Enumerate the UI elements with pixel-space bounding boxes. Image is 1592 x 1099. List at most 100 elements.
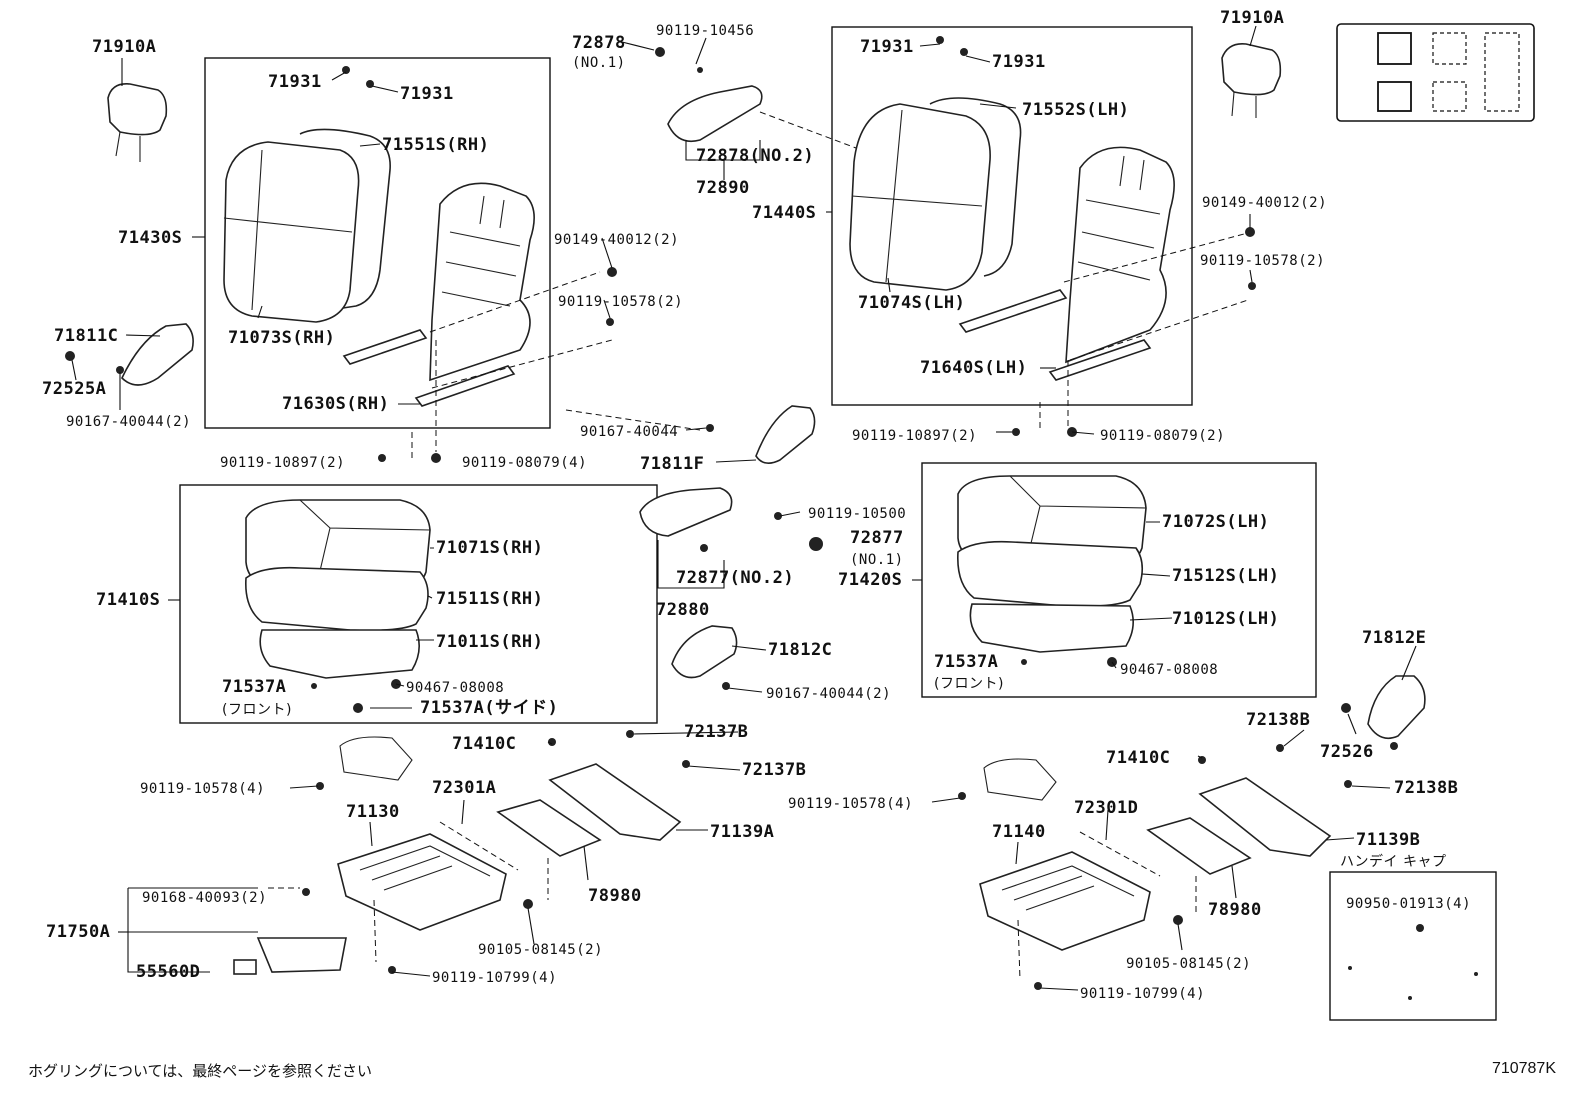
label-90149-40012-2-right: 90149-40012(2) (1202, 195, 1328, 211)
lh-seatback-frame (958, 146, 1175, 381)
label-90119-10500: 90119-10500 (808, 506, 907, 522)
label-71537A-side: 71537A(サイド) (420, 698, 559, 718)
label-72138B-b: 72138B (1394, 778, 1459, 798)
label-71074S: 71074S(LH) (858, 293, 966, 313)
label-90950-01913-4: 90950-01913(4) (1346, 896, 1472, 912)
label-71640S: 71640S(LH) (920, 358, 1028, 378)
leader-lines (71, 25, 1417, 991)
label-71140: 71140 (992, 822, 1046, 842)
armrest-72880 (639, 487, 733, 537)
label-78980-left: 78980 (588, 886, 642, 906)
part-55560d (233, 959, 257, 975)
label-72525A: 72525A (42, 379, 107, 399)
lh-seatback-cover (849, 97, 1022, 291)
tray-71750a (256, 937, 347, 973)
label-72301A: 72301A (432, 778, 497, 798)
label-90119-10578-2-right: 90119-10578(2) (1200, 253, 1326, 269)
label-front-right: (フロント) (934, 676, 1004, 692)
handicap-group-box (1329, 871, 1497, 1021)
label-71750A: 71750A (46, 922, 111, 942)
side-cover-71811c (121, 323, 194, 386)
label-72877-no2: 72877(NO.2) (676, 568, 795, 588)
label-55560D: 55560D (136, 962, 201, 982)
label-72890: 72890 (696, 178, 750, 198)
armrest-72890 (667, 85, 763, 143)
label-90105-08145-2-right: 90105-08145(2) (1126, 956, 1252, 972)
label-71410C-left: 71410C (452, 734, 517, 754)
label-71931-c: 71931 (860, 37, 914, 57)
lh-seatback-group-box (831, 26, 1193, 406)
label-78980-right: 78980 (1208, 900, 1262, 920)
label-72880: 72880 (656, 600, 710, 620)
label-71812C: 71812C (768, 640, 833, 660)
label-90119-10897-2-right: 90119-10897(2) (852, 428, 978, 444)
label-90119-08079-2: 90119-08079(2) (1100, 428, 1226, 444)
label-71931-a: 71931 (268, 72, 322, 92)
label-90105-08145-2-left: 90105-08145(2) (478, 942, 604, 958)
label-72138B-a: 72138B (1246, 710, 1311, 730)
label-72878-no2: 72878(NO.2) (696, 146, 815, 166)
label-90119-10799-4-right: 90119-10799(4) (1080, 986, 1206, 1002)
label-71440S: 71440S (752, 203, 817, 223)
drawing-code: 710787K (1491, 1060, 1556, 1077)
label-72301D: 72301D (1074, 798, 1139, 818)
label-71430S: 71430S (118, 228, 183, 248)
label-72877-no1-sub: (NO.1) (850, 552, 904, 568)
label-71812E: 71812E (1362, 628, 1427, 648)
label-71073S: 71073S(RH) (228, 328, 336, 348)
label-71552S: 71552S(LH) (1022, 100, 1130, 120)
cover-78980-left (496, 799, 602, 857)
label-71537A-right: 71537A (934, 652, 999, 672)
label-71551S: 71551S(RH) (382, 135, 490, 155)
rh-seatback-cover (223, 128, 391, 323)
side-cover-71812e (1367, 675, 1426, 740)
label-90119-10578-4-right: 90119-10578(4) (788, 796, 914, 812)
label-72137B-b: 72137B (742, 760, 807, 780)
cover-78980-right (1146, 817, 1252, 875)
label-71420S: 71420S (838, 570, 903, 590)
label-72137B-a: 72137B (684, 722, 749, 742)
label-71811F: 71811F (640, 454, 705, 474)
label-72526: 72526 (1320, 742, 1374, 762)
label-90119-10897-2-left: 90119-10897(2) (220, 455, 346, 471)
headrest-left (107, 82, 168, 162)
label-72878-no1-sub: (NO.1) (572, 55, 626, 71)
rail-71139b (1198, 777, 1332, 857)
legend-box (1336, 23, 1535, 122)
label-72877-no1: 72877 (850, 528, 904, 548)
label-90167-40044: 90167-40044 (580, 424, 679, 440)
label-71011S: 71011S(RH) (436, 632, 544, 652)
rh-seatback-frame (342, 182, 535, 407)
rh-cushion-stack (245, 499, 431, 679)
label-71410S: 71410S (96, 590, 161, 610)
footer-note: ホグリングについては、最終ページを参照ください (28, 1062, 372, 1080)
label-71071S: 71071S(RH) (436, 538, 544, 558)
rh-cushion-group-box (179, 484, 658, 724)
label-90467-08008-left: 90467-08008 (406, 680, 505, 696)
label-71931-d: 71931 (992, 52, 1046, 72)
label-handicap: ハンデイ キャプ (1340, 854, 1447, 870)
label-71931-b: 71931 (400, 84, 454, 104)
headrest-right (1221, 42, 1282, 118)
label-71410C-right: 71410C (1106, 748, 1171, 768)
label-90167-40044-2-mid: 90167-40044(2) (766, 686, 892, 702)
label-90119-10456: 90119-10456 (656, 23, 755, 39)
label-90168-40093-2: 90168-40093(2) (142, 890, 268, 906)
label-71130: 71130 (346, 802, 400, 822)
label-90119-08079-4: 90119-08079(4) (462, 455, 588, 471)
label-71072S: 71072S(LH) (1162, 512, 1270, 532)
fasteners (65, 36, 1478, 1000)
label-71512S: 71512S(LH) (1172, 566, 1280, 586)
lh-seat-frame (979, 758, 1151, 951)
rh-seatback-group-box (204, 57, 551, 429)
label-90467-08008-right: 90467-08008 (1120, 662, 1219, 678)
side-cover-71812c (671, 625, 738, 679)
label-front-left: (フロント) (222, 702, 292, 718)
label-71910A-left: 71910A (92, 37, 157, 57)
label-90119-10799-4-left: 90119-10799(4) (432, 970, 558, 986)
rh-seat-frame (337, 736, 507, 931)
dashed-guides (268, 111, 1249, 981)
lh-cushion-stack (957, 475, 1147, 653)
